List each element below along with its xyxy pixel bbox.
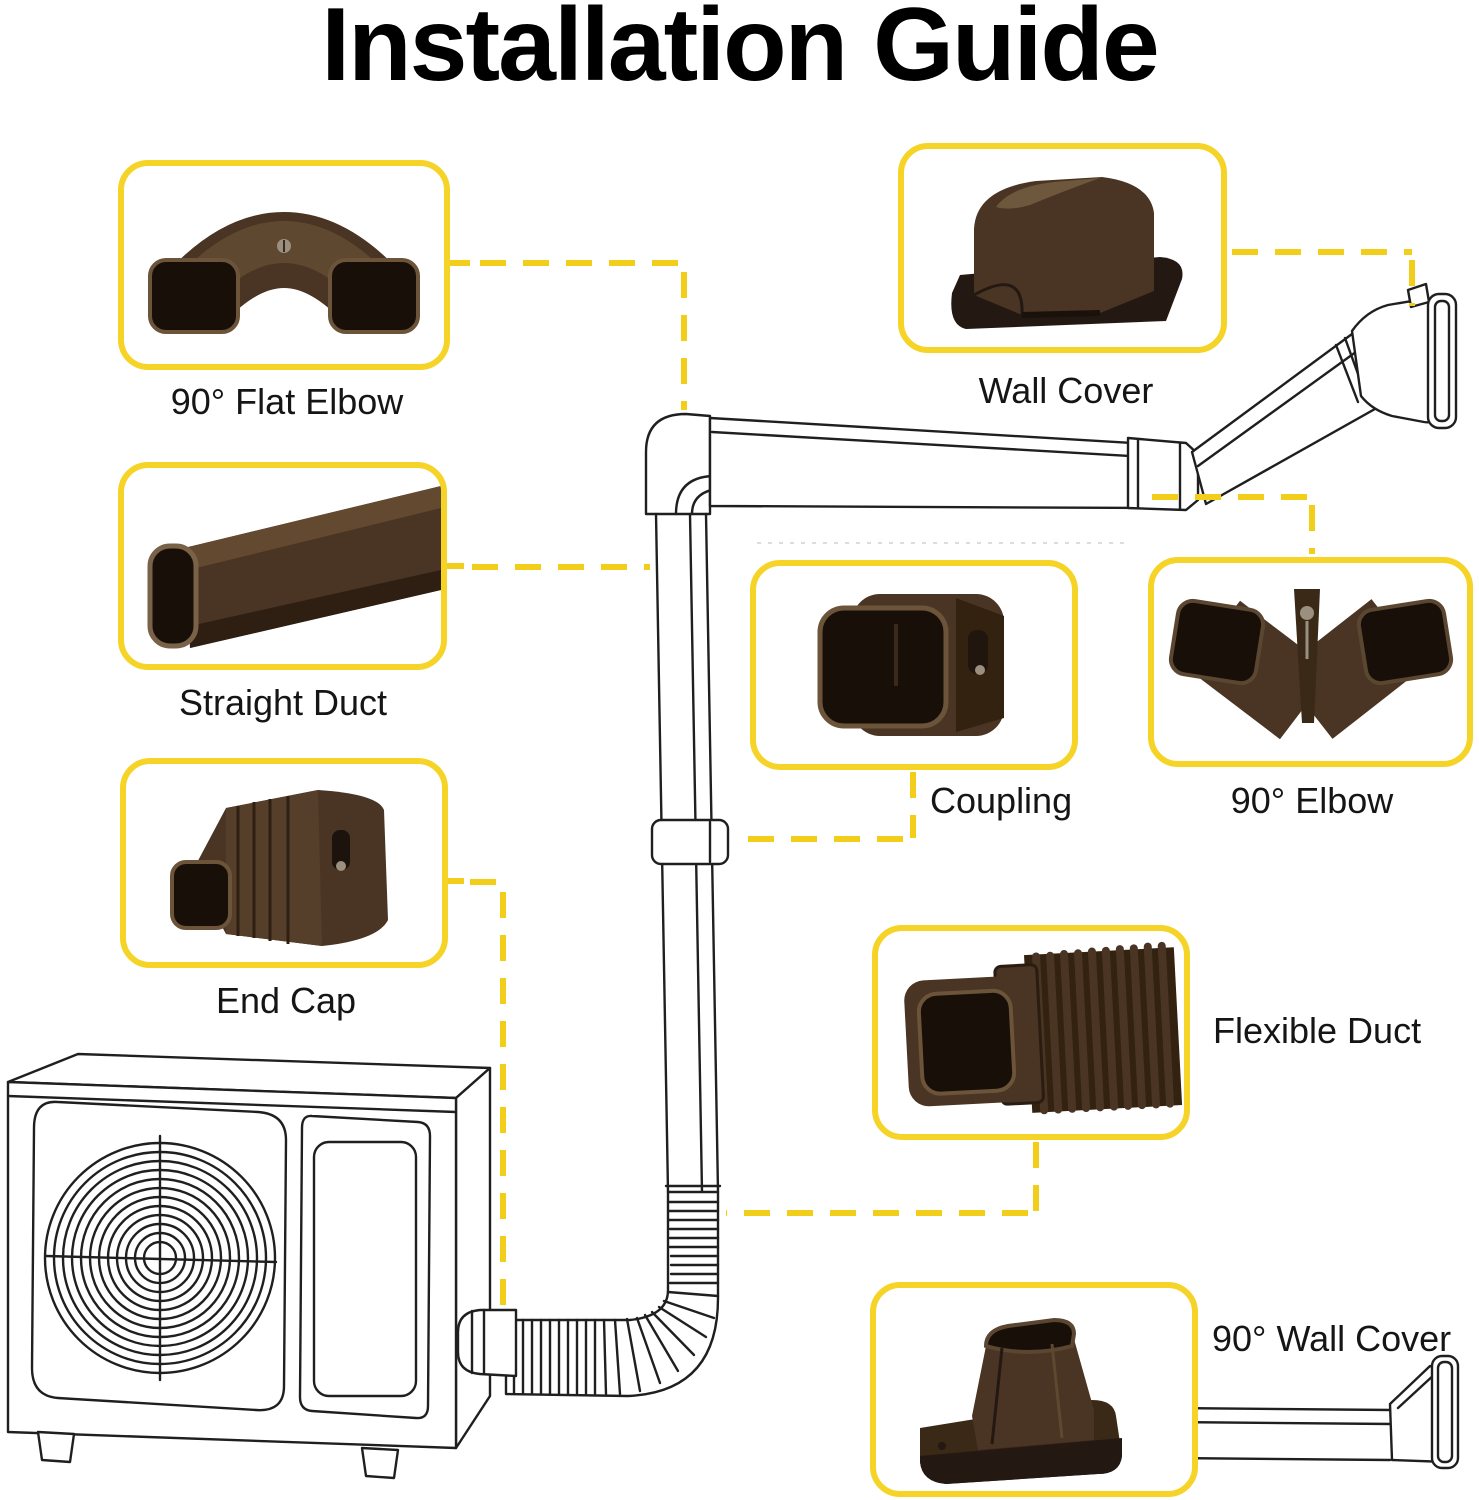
straight-duct-photo — [147, 486, 441, 649]
callout-straight-duct — [118, 462, 447, 670]
connector-end-cap — [448, 878, 506, 1308]
connector-coupling — [732, 772, 916, 842]
callout-elbow-90 — [1148, 557, 1473, 767]
callout-coupling — [750, 560, 1078, 770]
end-cap-drawing — [456, 1308, 518, 1378]
side-panel — [298, 1114, 432, 1420]
end-cap-photo — [170, 790, 388, 946]
connector-straight-duct — [447, 563, 650, 570]
page-title: Installation Guide — [321, 0, 1160, 103]
connector-flexible-duct — [726, 1142, 1039, 1216]
label-flexible-duct: Flexible Duct — [1213, 1010, 1422, 1051]
flat-elbow-photo — [148, 212, 420, 334]
connector-flat-elbow — [450, 260, 687, 410]
label-wall-cover: Wall Cover — [978, 370, 1154, 411]
ac-unit-drawing — [6, 1052, 492, 1480]
flexible-duct-photo — [904, 941, 1183, 1115]
callout-flat-elbow — [118, 160, 450, 370]
wall-cover-90-photo — [920, 1317, 1122, 1484]
label-wall-cover-90: 90° Wall Cover — [1212, 1318, 1452, 1359]
label-straight-duct: Straight Duct — [178, 682, 388, 723]
wall-cover-photo — [951, 177, 1183, 329]
callout-end-cap — [120, 758, 448, 968]
label-flat-elbow: 90° Flat Elbow — [170, 381, 404, 422]
connector-wall-cover — [1232, 249, 1415, 306]
callout-flexible-duct — [872, 925, 1190, 1140]
elbow-90-photo — [1168, 589, 1454, 740]
label-elbow-90: 90° Elbow — [1230, 780, 1394, 821]
label-end-cap: End Cap — [215, 980, 357, 1021]
leader-lines — [447, 249, 1415, 1308]
flexible-duct-drawing — [456, 1184, 722, 1398]
coupling-photo — [817, 594, 1004, 736]
vertical-duct-drawing — [650, 512, 730, 1194]
callout-wall-cover-90 — [870, 1282, 1198, 1497]
callout-wall-cover — [898, 143, 1227, 353]
label-coupling: Coupling — [930, 780, 1073, 821]
top-duct-run-drawing — [644, 282, 1458, 516]
fan-grille-rings — [43, 1134, 278, 1382]
connector-90-elbow — [1152, 494, 1315, 554]
